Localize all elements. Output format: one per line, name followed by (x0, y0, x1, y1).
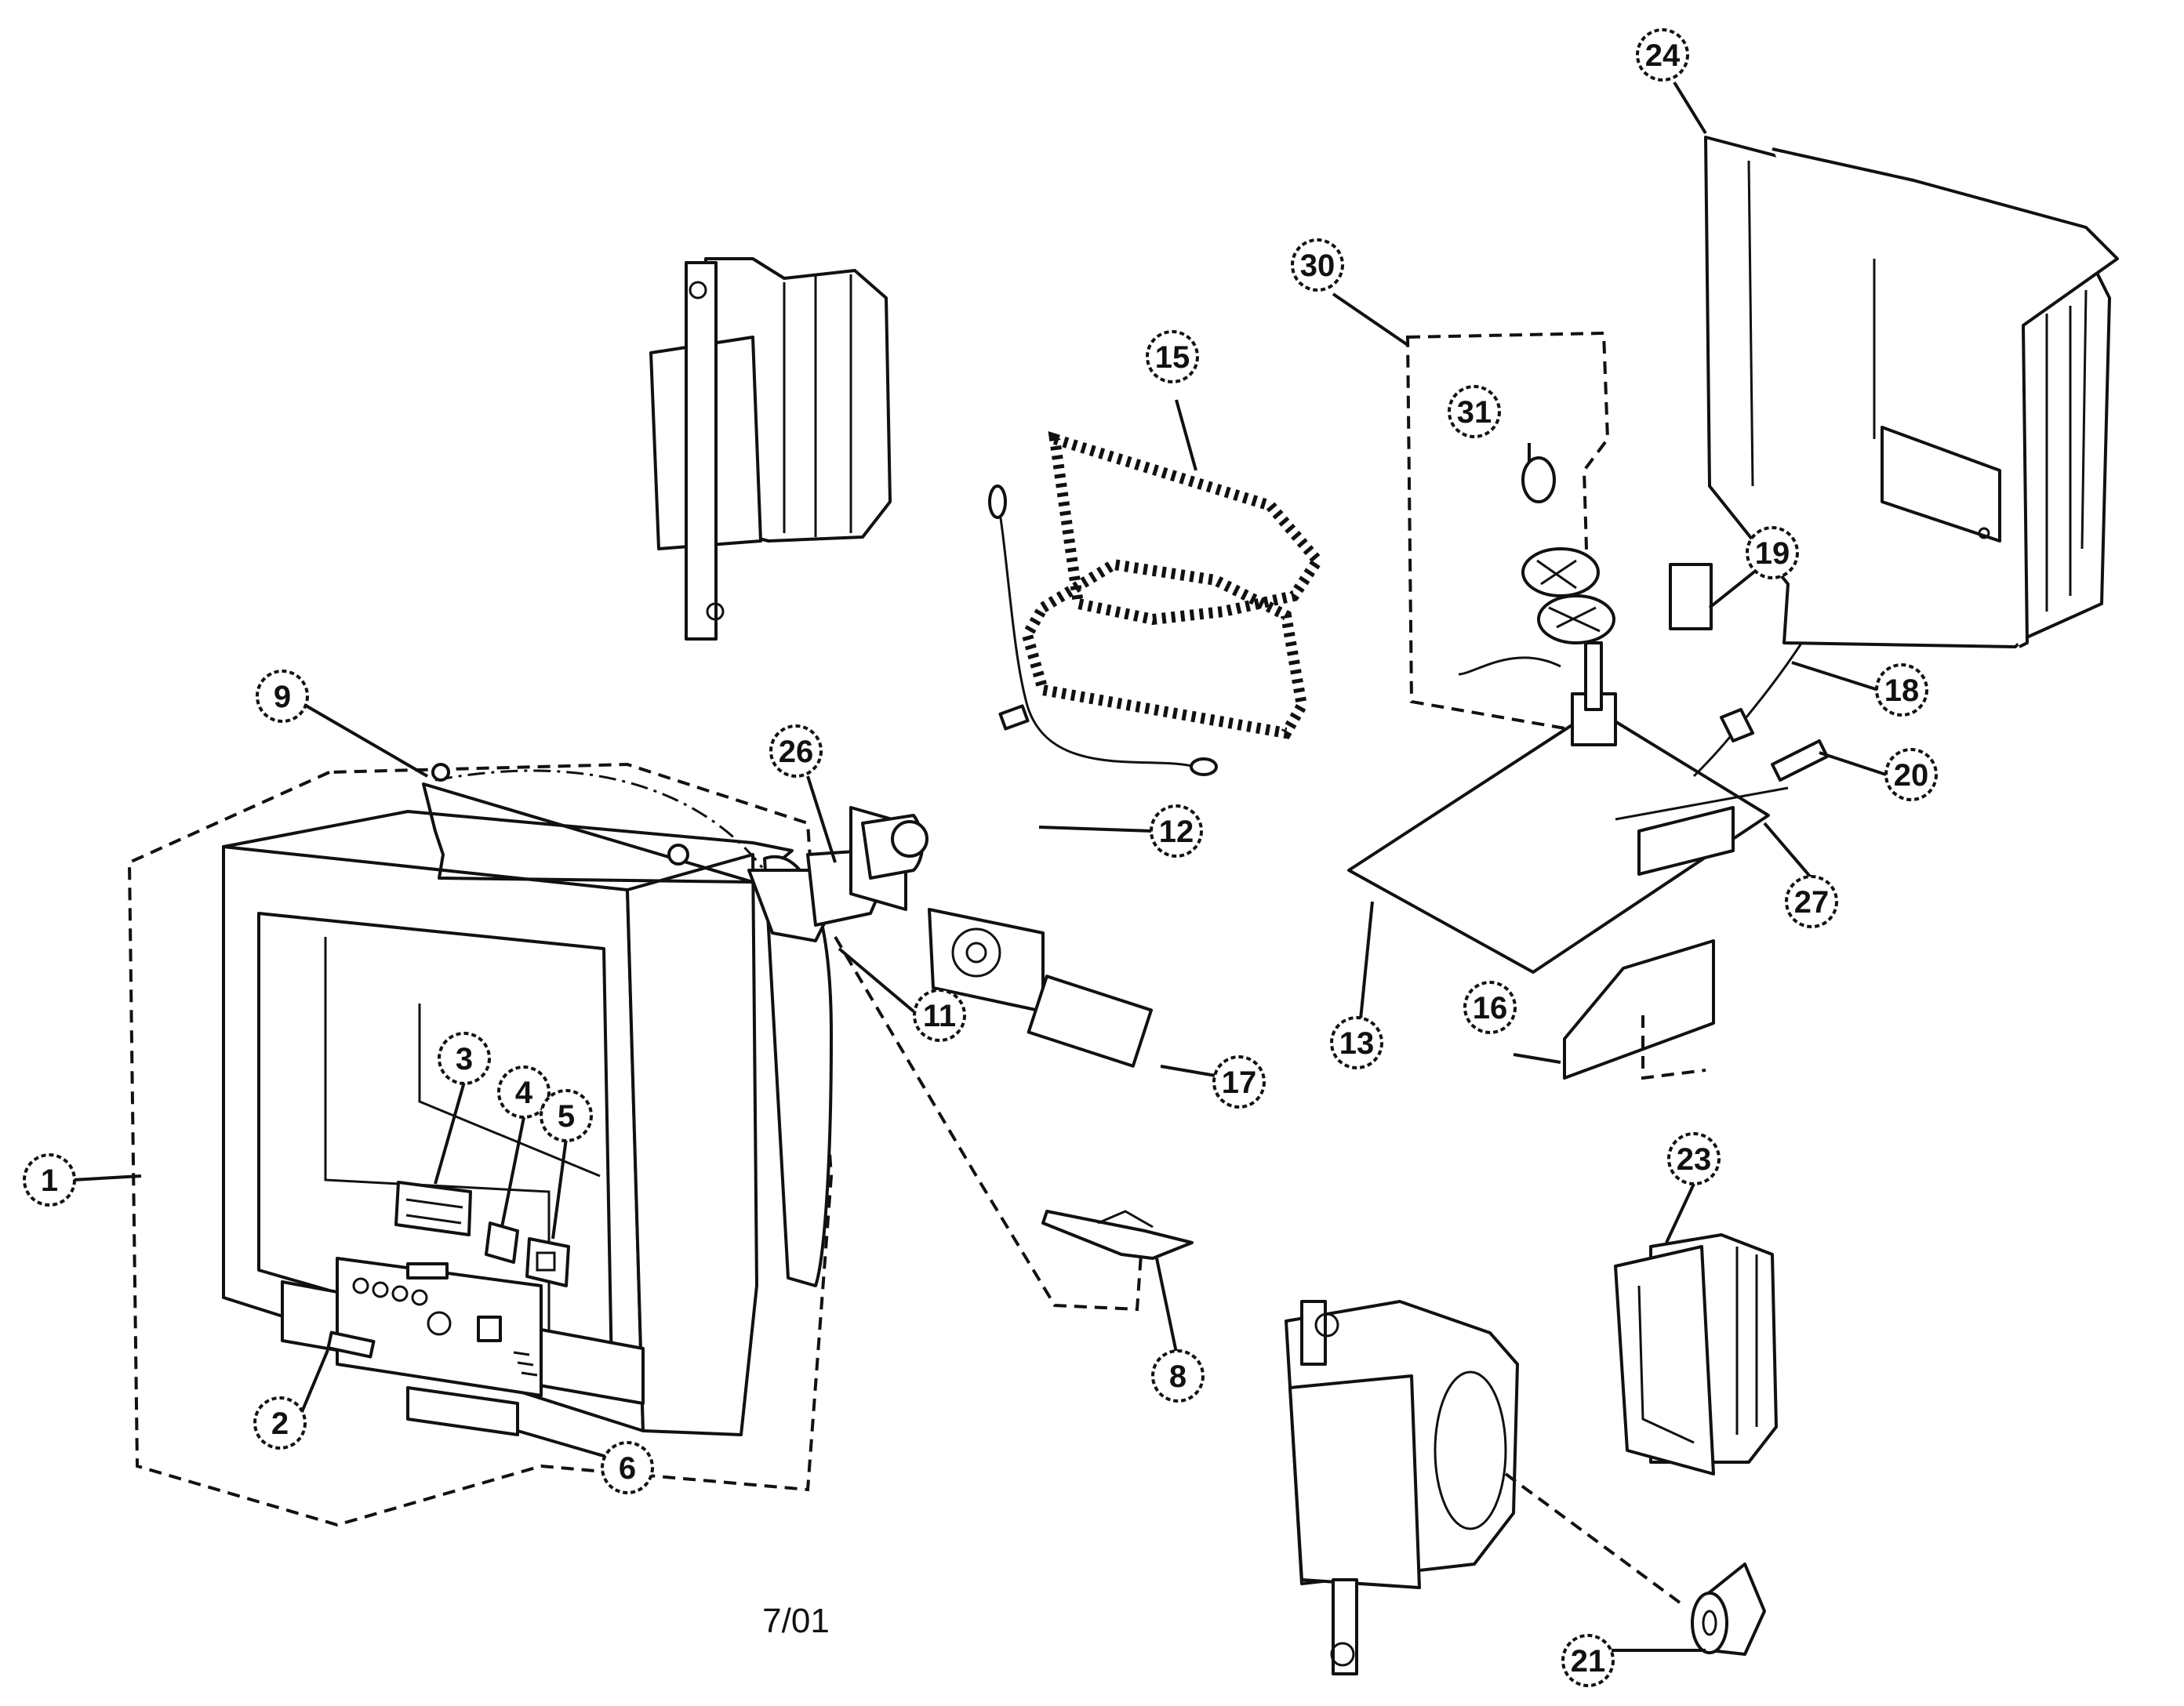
callout-16: 16 (1463, 981, 1517, 1034)
callout-label: 1 (41, 1163, 58, 1198)
revision-date: 7/01 (762, 1602, 830, 1640)
speaker-assembly-bottom (1285, 1300, 1519, 1675)
callout-label: 8 (1169, 1359, 1186, 1394)
callout-label: 27 (1794, 885, 1830, 920)
callout-label: 24 (1645, 38, 1681, 73)
speaker-assembly-left (649, 257, 892, 641)
callout-label: 2 (271, 1407, 289, 1441)
callout-20: 20 (1884, 748, 1938, 801)
callout-label: 12 (1159, 815, 1194, 849)
callout-label: 20 (1894, 758, 1929, 793)
callout-1: 1 (23, 1153, 76, 1207)
callout-24: 24 (1636, 28, 1689, 82)
callout-8: 8 (1151, 1349, 1205, 1403)
callout-13: 13 (1330, 1016, 1383, 1069)
callout-label: 6 (619, 1451, 636, 1486)
callout-27: 27 (1785, 875, 1838, 928)
board-17 (1027, 975, 1154, 1068)
callout-9: 9 (256, 670, 309, 723)
callout-label: 31 (1457, 395, 1492, 430)
callout-label: 15 (1155, 340, 1190, 375)
front-cabinet (127, 762, 834, 1527)
callout-label: 23 (1677, 1142, 1712, 1177)
callout-31: 31 (1448, 385, 1501, 438)
callout-4: 4 (497, 1065, 551, 1119)
callout-21: 21 (1561, 1634, 1615, 1687)
callout-label: 17 (1222, 1065, 1257, 1100)
callout-23: 23 (1667, 1132, 1721, 1185)
callout-11: 11 (913, 989, 966, 1042)
callout-label: 5 (558, 1099, 575, 1134)
label-card-19 (1669, 563, 1713, 630)
callout-label: 18 (1884, 673, 1920, 708)
callout-label: 21 (1571, 1644, 1606, 1679)
cabinet-dashed-outline (127, 762, 834, 1527)
rear-cabinet (1704, 136, 2119, 648)
callout-label: 13 (1339, 1026, 1375, 1061)
degauss-coil (988, 431, 1325, 776)
callout-26: 26 (769, 724, 823, 778)
callout-3: 3 (438, 1032, 491, 1085)
callout-label: 16 (1473, 991, 1508, 1025)
callout-2: 2 (253, 1396, 307, 1450)
bracket-8 (834, 935, 1194, 1312)
callout-label: 3 (456, 1042, 473, 1076)
callout-label: 11 (923, 999, 956, 1033)
callout-19: 19 (1746, 526, 1799, 579)
callout-17: 17 (1212, 1055, 1266, 1109)
callout-label: 19 (1755, 536, 1790, 571)
main-chassis (1347, 331, 1789, 1080)
leader-lines (72, 81, 1887, 1652)
callout-6: 6 (601, 1441, 654, 1494)
lens-21 (1504, 1472, 1766, 1656)
callout-30: 30 (1291, 238, 1344, 292)
callout-15: 15 (1146, 330, 1199, 383)
callout-18: 18 (1875, 663, 1928, 717)
callout-label: 9 (274, 680, 291, 714)
callout-5: 5 (540, 1089, 593, 1142)
speaker-assembly-right (1614, 1233, 1778, 1476)
callout-12: 12 (1150, 804, 1203, 858)
callout-label: 4 (515, 1076, 533, 1110)
callout-label: 30 (1300, 249, 1335, 283)
callout-label: 26 (779, 735, 814, 769)
picture-tube (422, 763, 928, 1287)
